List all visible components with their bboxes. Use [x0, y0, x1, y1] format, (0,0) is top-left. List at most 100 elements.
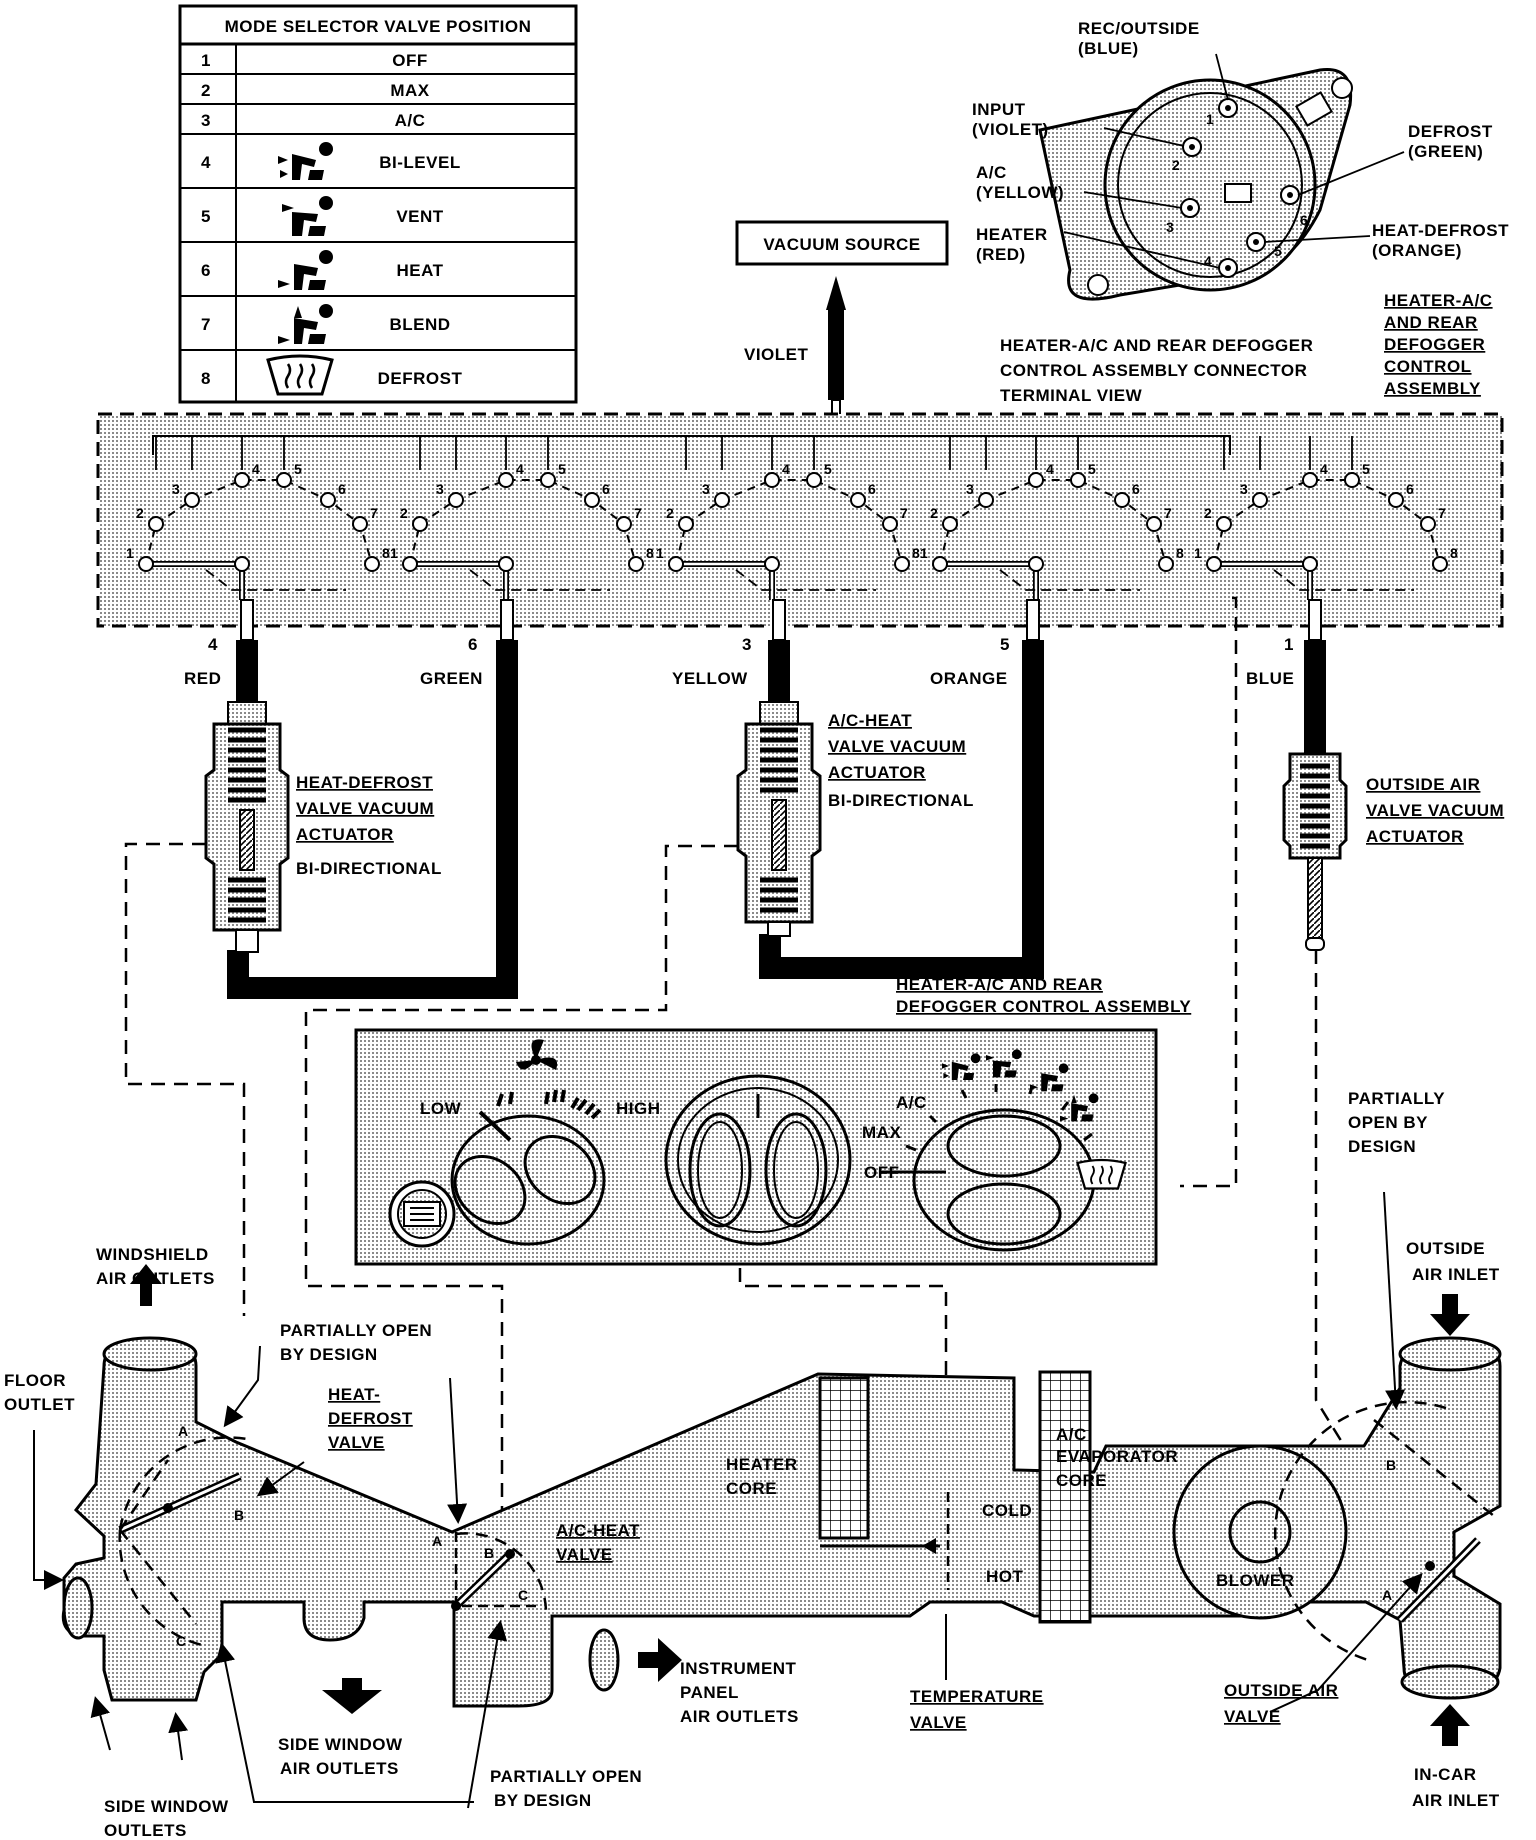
mode-row-label: BI-LEVEL — [379, 153, 460, 172]
valve-port-number: 8 — [1450, 545, 1458, 561]
mode-row-num: 3 — [201, 111, 211, 130]
actuator-label: BI-DIRECTIONAL — [296, 859, 442, 878]
outside-air-inlet-arrow-icon — [1430, 1294, 1470, 1336]
valve-output-port — [1302, 556, 1318, 572]
valve-port — [714, 492, 730, 508]
valve-port — [1302, 472, 1318, 488]
valve-port — [1070, 472, 1086, 488]
valve-port-number: 5 — [1362, 461, 1370, 477]
pin-label: 4 — [1204, 253, 1212, 269]
svg-text:DEFOGGER: DEFOGGER — [1384, 335, 1485, 354]
heater-core-label: HEATER — [726, 1455, 798, 1474]
rear-defogger-button[interactable] — [388, 1180, 456, 1248]
hose-color-label: YELLOW — [672, 669, 748, 688]
valve-port — [978, 492, 994, 508]
valve-port — [498, 472, 514, 488]
hose-color-label: GREEN — [420, 669, 483, 688]
valve-port-number: 4 — [782, 461, 790, 477]
partially-open-label: BY DESIGN — [280, 1345, 378, 1364]
hot-label: HOT — [986, 1567, 1024, 1586]
instrument-panel-label: INSTRUMENT — [680, 1659, 797, 1678]
actuator-label: VALVE VACUUM — [296, 799, 434, 818]
vacuum-hoses — [227, 599, 1326, 999]
valve-port — [882, 516, 898, 532]
svg-text:ASSEMBLY: ASSEMBLY — [1384, 379, 1481, 398]
connector-input: INPUT — [972, 100, 1026, 119]
door-letter: C — [176, 1633, 187, 1649]
valve-port — [1114, 492, 1130, 508]
vacuum-source-label: VACUUM SOURCE — [763, 235, 920, 254]
valve-port-number: 1 — [126, 545, 134, 561]
vent-seat-icon — [282, 196, 333, 236]
air-distribution-duct — [61, 1336, 1502, 1708]
mode-row-num: 7 — [201, 315, 211, 334]
control-panel-title: HEATER-A/C AND REAR — [896, 975, 1103, 994]
valve-port — [1028, 472, 1044, 488]
connector-terminal-view: 1 2 3 4 5 6 REC/OUTSIDE (BLUE) INPUT (VI… — [972, 19, 1509, 301]
ac-heat-actuator — [736, 701, 822, 937]
instrument-panel-label: PANEL — [680, 1683, 739, 1702]
valve-port-number: 4 — [1320, 461, 1328, 477]
valve-port — [276, 472, 292, 488]
fan-speed-knob[interactable] — [442, 1110, 609, 1246]
hose-color-label: ORANGE — [930, 669, 1008, 688]
actuator-label: HEAT-DEFROST — [296, 773, 433, 792]
valve-port — [1158, 556, 1174, 572]
actuator-label: VALVE VACUUM — [1366, 801, 1504, 820]
pin-label: 3 — [1166, 219, 1174, 235]
valve-port-number: 2 — [400, 505, 408, 521]
mode-row-num: 5 — [201, 207, 211, 226]
hose-number: 4 — [208, 635, 218, 654]
instrument-panel-label: AIR OUTLETS — [680, 1707, 799, 1726]
mode-row-num: 4 — [201, 153, 211, 172]
control-assembly-label: HEATER-A/C AND REAR DEFOGGER CONTROL ASS… — [1384, 291, 1492, 398]
valve-port — [138, 556, 154, 572]
outside-air-valve-label: VALVE — [1224, 1707, 1281, 1726]
valve-port — [352, 516, 368, 532]
bilevel-seat-icon — [942, 1053, 981, 1080]
valve-port-number: 8 — [382, 545, 390, 561]
valve-port-number: 2 — [136, 505, 144, 521]
valve-port — [412, 516, 428, 532]
heat-seat-icon — [1030, 1063, 1069, 1092]
valve-port — [850, 492, 866, 508]
door-letter: A — [1382, 1587, 1393, 1603]
svg-text:AND REAR: AND REAR — [1384, 313, 1478, 332]
valve-port — [1420, 516, 1436, 532]
connector-caption: TERMINAL VIEW — [1000, 386, 1143, 405]
heat-defrost-valve-label: HEAT- — [328, 1385, 380, 1404]
valve-port-number: 7 — [634, 505, 642, 521]
hose-color-label: RED — [184, 669, 221, 688]
valve-port — [628, 556, 644, 572]
heat-seat-icon — [278, 250, 333, 290]
valve-port-number: 2 — [666, 505, 674, 521]
valve-port-number: 8 — [912, 545, 920, 561]
valve-port-number: 3 — [702, 481, 710, 497]
side-window-outlet-arrow-icon — [322, 1678, 382, 1714]
heater-core-label: CORE — [726, 1479, 777, 1498]
valve-port-number: 2 — [1204, 505, 1212, 521]
valve-port-number: 2 — [930, 505, 938, 521]
hose-number: 5 — [1000, 635, 1010, 654]
valve-port-number: 6 — [602, 481, 610, 497]
vent-seat-icon — [986, 1049, 1022, 1078]
in-car-inlet-label: IN-CAR — [1414, 1765, 1477, 1784]
blend-seat-icon — [1060, 1093, 1099, 1122]
mode-row-label: HEAT — [396, 261, 443, 280]
in-car-inlet-label: AIR INLET — [1412, 1791, 1500, 1810]
valve-port — [1216, 516, 1232, 532]
valve-port — [1252, 492, 1268, 508]
control-panel: LOW HIGH A/C MAX O — [354, 1028, 1158, 1266]
valve-port-number: 7 — [1164, 505, 1172, 521]
actuator-label: BI-DIRECTIONAL — [828, 791, 974, 810]
mode-selector-knob[interactable] — [880, 1108, 1096, 1252]
partially-open-label: PARTIALLY — [1348, 1089, 1445, 1108]
actuator-label: ACTUATOR — [1366, 827, 1464, 846]
valve-port — [942, 516, 958, 532]
temperature-knob[interactable] — [664, 1074, 852, 1246]
valve-port-number: 8 — [646, 545, 654, 561]
fan-high-label: HIGH — [616, 1099, 661, 1118]
